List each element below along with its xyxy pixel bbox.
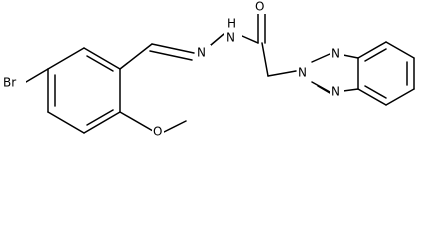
c-o-bond <box>119 111 154 132</box>
methoxy-oxygen-label: O <box>153 125 162 139</box>
triazole-double-bond <box>317 85 331 94</box>
aromatic-inner-bond <box>364 85 387 99</box>
ch-n-double-bond <box>149 50 193 61</box>
aromatic-inner-bond <box>364 48 387 62</box>
ch-n-double-bond <box>151 43 195 54</box>
o-methyl-bond <box>163 120 187 133</box>
triazole-bond <box>342 54 359 59</box>
imine-nitrogen-label: N <box>197 46 206 60</box>
triazole-bond <box>342 88 359 92</box>
triazole-nitrogen-top-label: N <box>331 47 340 61</box>
c-br-bond <box>25 68 49 83</box>
benzo-bond <box>357 88 387 106</box>
carbonyl-ch2-bond <box>261 42 269 77</box>
triazole-nitrogen-mid-label: N <box>298 66 307 80</box>
aromatic-inner-bond <box>86 55 114 72</box>
bromine-label: Br <box>3 76 16 90</box>
benzo-bond <box>385 41 415 59</box>
aromatic-inner-bond <box>86 109 114 126</box>
ch2-n-bond <box>267 70 297 77</box>
carbonyl-oxygen-label: O <box>255 0 264 14</box>
amide-hydrogen-label: H <box>227 17 236 31</box>
amide-nitrogen-label: N <box>226 31 235 45</box>
ring-bond <box>83 111 121 134</box>
benzotriazole-group <box>311 41 415 106</box>
triazole-nitrogen-bottom-label: N <box>331 85 340 99</box>
ring-ch-bond <box>119 43 153 70</box>
triazole-bond <box>311 53 331 63</box>
ring-bond <box>83 47 121 70</box>
atom-labels: Br O O N H N N N N <box>3 0 344 140</box>
ring-bond <box>47 47 85 70</box>
benzo-bond <box>357 41 387 59</box>
chemical-structure: Br O O N H N N N N <box>3 0 415 140</box>
n-carbonyl-bond <box>241 35 259 44</box>
bromomethoxyphenyl-ring <box>47 47 121 134</box>
ring-bond <box>47 111 85 134</box>
n-n-bond <box>210 33 225 46</box>
benzo-bond <box>385 88 415 106</box>
